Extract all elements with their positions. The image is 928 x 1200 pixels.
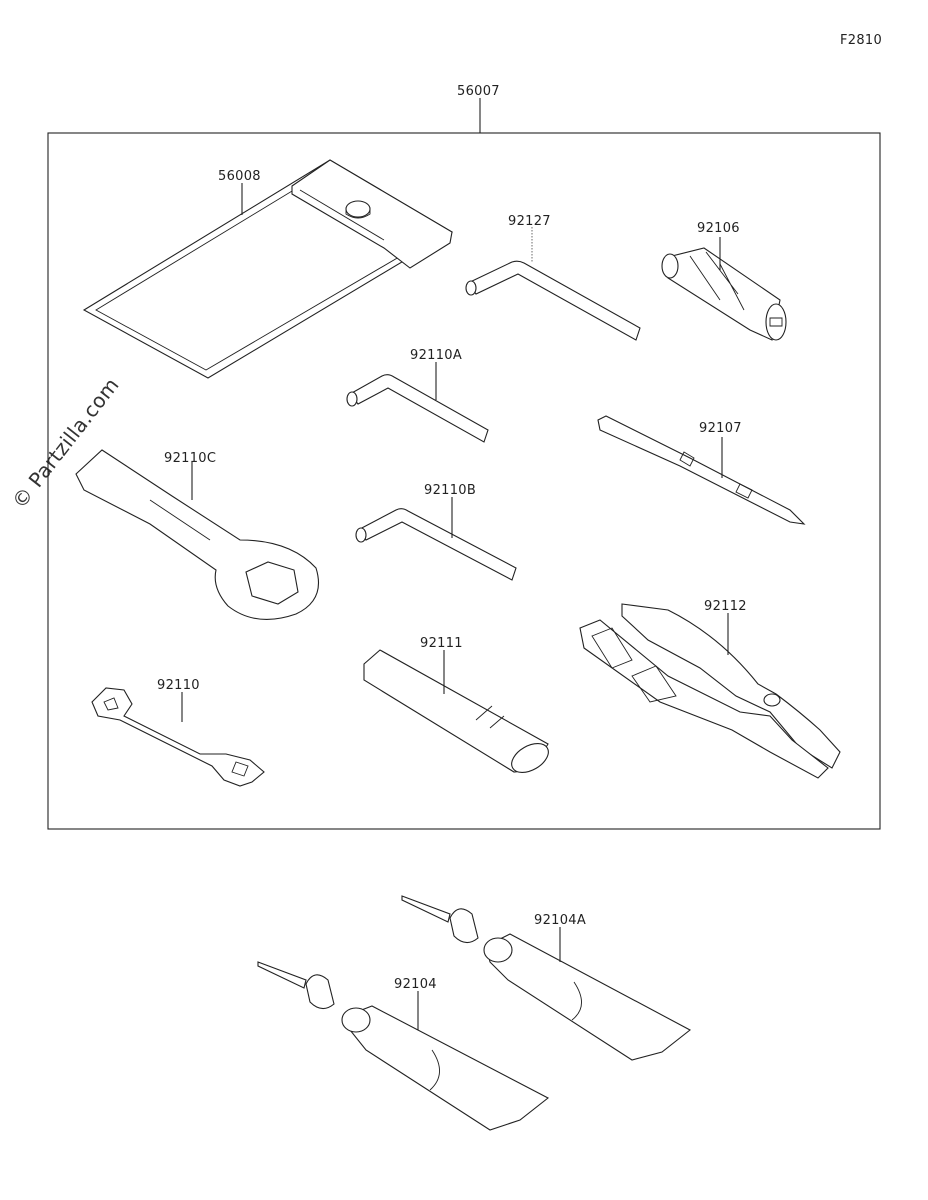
box-wrench-92110c[interactable] [75, 449, 320, 620]
label-92127[interactable]: 92127 [508, 214, 551, 229]
hex-key-92110b[interactable] [355, 508, 517, 581]
label-92106[interactable]: 92106 [697, 221, 740, 236]
screwdriver-92107[interactable] [597, 415, 806, 525]
tube-handle-92111[interactable] [363, 649, 553, 778]
tool-pouch[interactable] [82, 159, 454, 379]
open-wrench-92110[interactable] [91, 687, 265, 787]
label-92110a[interactable]: 92110A [410, 348, 462, 363]
label-92110[interactable]: 92110 [157, 678, 200, 693]
tube-92104[interactable] [257, 961, 550, 1131]
assembly-frame [47, 132, 881, 830]
label-92110b[interactable]: 92110B [424, 483, 476, 498]
label-56008[interactable]: 56008 [218, 169, 261, 184]
bit-holder-92106[interactable] [661, 247, 787, 341]
pliers-92112[interactable] [579, 603, 841, 779]
label-92111[interactable]: 92111 [420, 636, 463, 651]
label-92104[interactable]: 92104 [394, 977, 437, 992]
tube-92104a[interactable] [401, 895, 692, 1061]
hex-key-92127[interactable] [465, 260, 641, 341]
label-92104a[interactable]: 92104A [534, 913, 586, 928]
label-92107[interactable]: 92107 [699, 421, 742, 436]
label-92112[interactable]: 92112 [704, 599, 747, 614]
label-56007[interactable]: 56007 [457, 84, 500, 99]
hex-key-92110a[interactable] [346, 374, 489, 443]
figure-code: F2810 [840, 33, 882, 48]
label-92110c[interactable]: 92110C [164, 451, 216, 466]
